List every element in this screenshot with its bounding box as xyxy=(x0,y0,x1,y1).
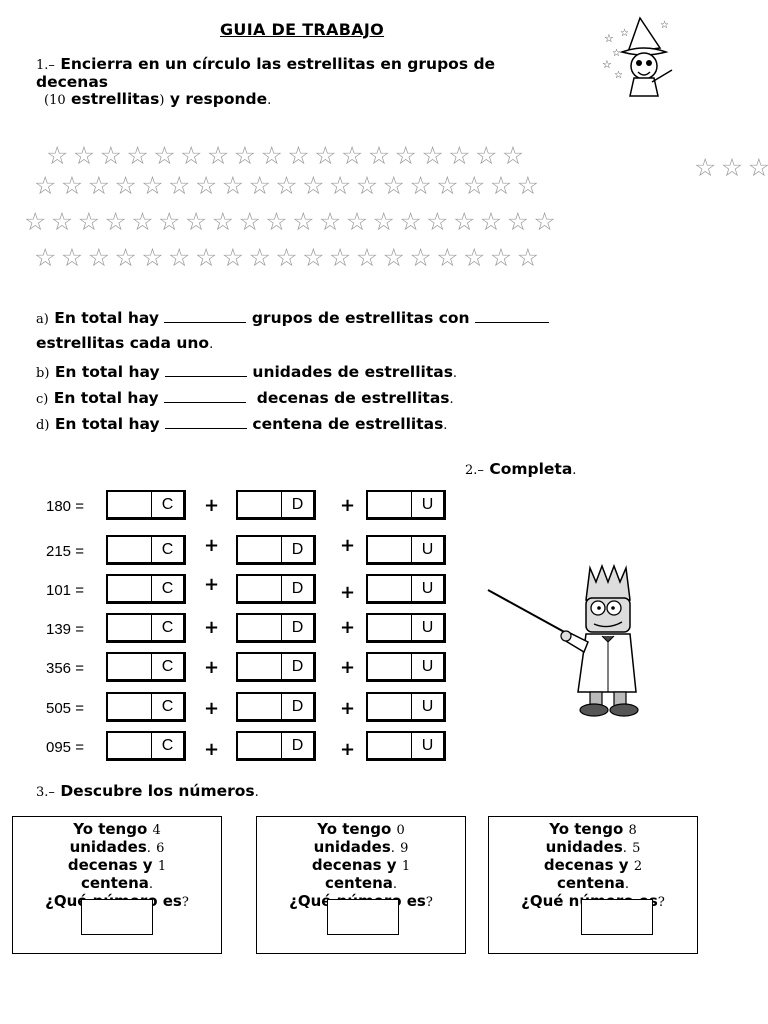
tens-box[interactable]: D xyxy=(236,692,316,722)
page-title: GUIA DE TRABAJO xyxy=(220,20,385,39)
answer-blank-b[interactable] xyxy=(165,362,247,377)
question-b: b) En total hay unidades de estrellitas. xyxy=(36,362,458,381)
answer-blank-d[interactable] xyxy=(165,414,247,429)
stars-row-2: ☆☆☆☆☆☆☆☆☆☆☆☆☆☆☆☆☆☆☆ xyxy=(34,171,544,200)
hundreds-box[interactable]: C xyxy=(106,692,186,722)
tens-box[interactable]: D xyxy=(236,490,316,520)
decomposition-row: 139 = C + D + U xyxy=(0,613,460,647)
answer-box[interactable] xyxy=(81,899,153,935)
hundreds-box[interactable]: C xyxy=(106,731,186,761)
question-3: 3.– Descubre los números. xyxy=(36,782,259,800)
question-1-line2: (10 estrellitas) y responde. xyxy=(44,90,272,109)
decomposition-row: 095 = C + D + U xyxy=(0,731,460,765)
question-1-number: 1.– xyxy=(36,58,55,73)
units-box[interactable]: U xyxy=(366,731,446,761)
answer-box[interactable] xyxy=(581,899,653,935)
stars-row-4: ☆☆☆☆☆☆☆☆☆☆☆☆☆☆☆☆☆☆☆ xyxy=(34,243,544,272)
answer-blank-a2[interactable] xyxy=(474,308,549,323)
teacher-illustration xyxy=(487,563,639,717)
tens-box[interactable]: D xyxy=(236,731,316,761)
stars-row-3: ☆☆☆☆☆☆☆☆☆☆☆☆☆☆☆☆☆☆☆☆ xyxy=(24,207,561,236)
answer-blank-a1[interactable] xyxy=(164,308,247,323)
riddle-card: Yo tengo 0 unidades. 9 decenas y 1 cente… xyxy=(256,816,466,954)
units-box[interactable]: U xyxy=(366,535,446,565)
question-1-text: Encierra en un círculo las estrellitas e… xyxy=(36,55,496,91)
tens-box[interactable]: D xyxy=(236,574,316,604)
question-1: 1.– Encierra en un círculo las estrellit… xyxy=(36,56,556,109)
question-c: c) En total hay decenas de estrellitas. xyxy=(36,388,454,407)
stars-row-1: ☆☆☆☆☆☆☆☆☆☆☆☆☆☆☆☆☆☆ xyxy=(46,141,529,170)
units-box[interactable]: U xyxy=(366,613,446,643)
svg-text:☆: ☆ xyxy=(612,48,621,59)
hundreds-box[interactable]: C xyxy=(106,652,186,682)
question-d: d) En total hay centena de estrellitas. xyxy=(36,414,448,433)
hundreds-box[interactable]: C xyxy=(106,574,186,604)
answer-blank-c[interactable] xyxy=(163,388,246,403)
tens-box[interactable]: D xyxy=(236,613,316,643)
hundreds-box[interactable]: C xyxy=(106,535,186,565)
svg-text:☆: ☆ xyxy=(660,20,669,31)
stars-row-1-extra: ☆☆☆ xyxy=(694,153,768,182)
decomposition-row: 505 = C + D + U xyxy=(0,692,460,726)
decomposition-row: 180 = C + D + U xyxy=(0,490,460,524)
svg-text:☆: ☆ xyxy=(620,28,629,39)
answer-box[interactable] xyxy=(327,899,399,935)
tens-box[interactable]: D xyxy=(236,535,316,565)
question-a: a) En total hay grupos de estrellitas co… xyxy=(36,308,549,327)
decomposition-row: 101 = C + D + U xyxy=(0,574,460,608)
decomposition-row: 215 = C + D + U xyxy=(0,535,460,569)
wizard-illustration: ☆ ☆ ☆ ☆ ☆ ☆ xyxy=(602,16,673,97)
hundreds-box[interactable]: C xyxy=(106,490,186,520)
hundreds-box[interactable]: C xyxy=(106,613,186,643)
units-box[interactable]: U xyxy=(366,574,446,604)
svg-text:☆: ☆ xyxy=(602,58,612,71)
tens-box[interactable]: D xyxy=(236,652,316,682)
units-box[interactable]: U xyxy=(366,652,446,682)
riddle-card: Yo tengo 8 unidades. 5 decenas y 2 cente… xyxy=(488,816,698,954)
question-a-cont: estrellitas cada uno. xyxy=(36,334,214,352)
riddle-card: Yo tengo 4 unidades. 6 decenas y 1 cente… xyxy=(12,816,222,954)
units-box[interactable]: U xyxy=(366,692,446,722)
question-2: 2.– Completa. xyxy=(465,460,577,478)
decomposition-row: 356 = C + D + U xyxy=(0,652,460,686)
svg-text:☆: ☆ xyxy=(604,32,614,45)
units-box[interactable]: U xyxy=(366,490,446,520)
svg-text:☆: ☆ xyxy=(614,70,623,81)
